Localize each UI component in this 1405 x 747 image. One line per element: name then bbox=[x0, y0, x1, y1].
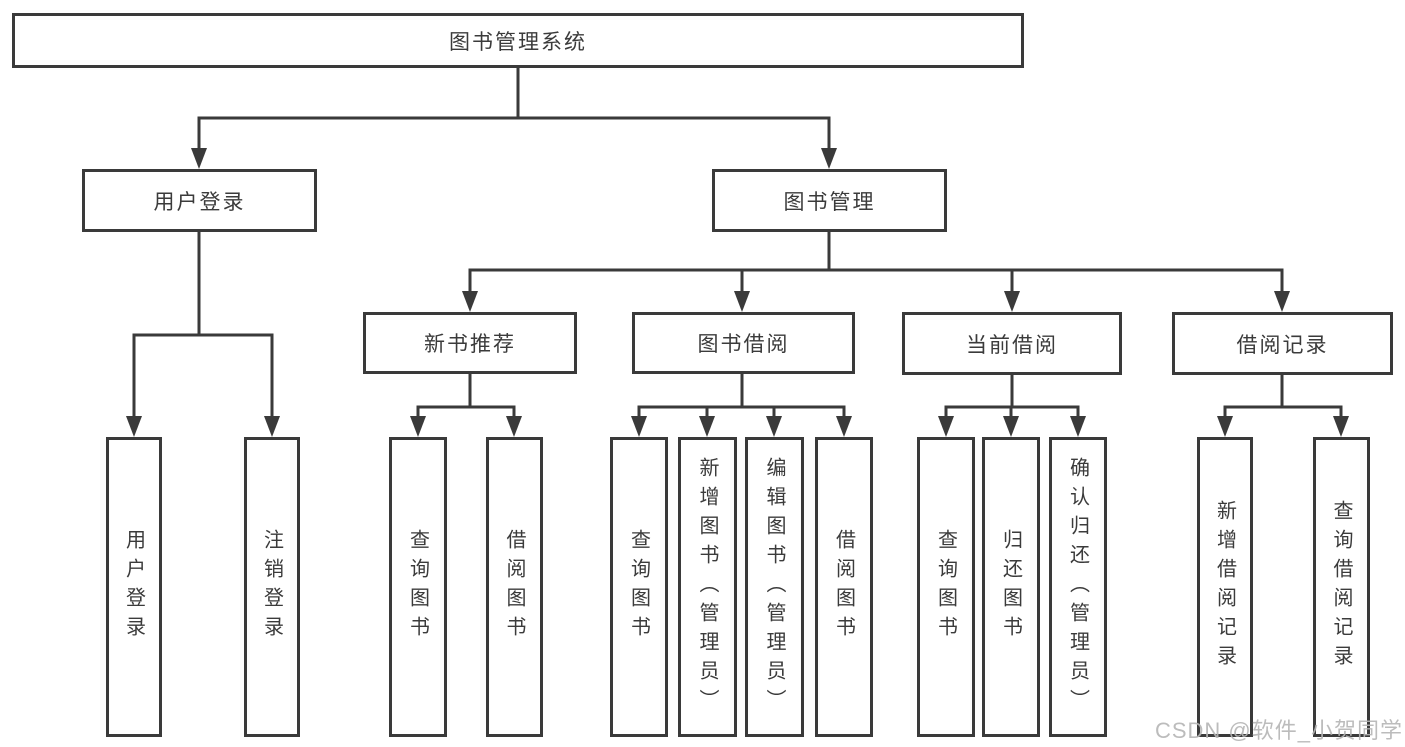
arrowheads bbox=[126, 148, 1349, 437]
node-label: 新增借阅记录 bbox=[1213, 500, 1236, 674]
node-label: 用户登录 bbox=[122, 529, 145, 645]
csdn-watermark: CSDN @软件_小贺同学 bbox=[1154, 718, 1403, 743]
node-current-borrowing: 当前借阅 bbox=[902, 312, 1122, 375]
leaf-return-books: 归还图书 bbox=[982, 437, 1040, 737]
node-user-login: 用户登录 bbox=[82, 169, 317, 232]
node-label: 当前借阅 bbox=[966, 333, 1058, 357]
leaf-logout: 注销登录 bbox=[244, 437, 300, 737]
leaf-query-borrow-record: 查询借阅记录 bbox=[1313, 437, 1370, 737]
leaf-edit-books-admin: 编辑图书（管理员） bbox=[745, 437, 804, 737]
leaf-user-login: 用户登录 bbox=[106, 437, 162, 737]
leaf-borrow-books-recommend: 借阅图书 bbox=[486, 437, 543, 737]
node-label: 注销登录 bbox=[260, 529, 283, 645]
leaf-query-books-borrow: 查询图书 bbox=[610, 437, 668, 737]
leaf-add-borrow-record: 新增借阅记录 bbox=[1197, 437, 1253, 737]
node-new-book-recommendation: 新书推荐 bbox=[363, 312, 577, 374]
node-label: 图书管理系统 bbox=[449, 30, 587, 54]
node-library-management-system: 图书管理系统 bbox=[12, 13, 1024, 68]
leaf-borrow-books: 借阅图书 bbox=[815, 437, 873, 737]
node-label: 归还图书 bbox=[999, 529, 1022, 645]
node-label: 借阅图书 bbox=[832, 529, 855, 645]
node-borrowing-records: 借阅记录 bbox=[1172, 312, 1393, 375]
node-label: 查询图书 bbox=[406, 529, 429, 645]
node-label: 确认归还（管理员） bbox=[1066, 456, 1089, 718]
node-label: 查询借阅记录 bbox=[1330, 500, 1352, 674]
node-label: 借阅图书 bbox=[503, 529, 525, 645]
leaf-confirm-return-admin: 确认归还（管理员） bbox=[1049, 437, 1107, 737]
node-label: 图书管理 bbox=[783, 190, 876, 214]
node-label: 查询图书 bbox=[627, 529, 650, 645]
node-label: 新增图书（管理员） bbox=[696, 456, 718, 718]
node-label: 借阅记录 bbox=[1236, 333, 1329, 357]
node-label: 新书推荐 bbox=[424, 333, 516, 356]
node-label: 查询图书 bbox=[934, 529, 957, 645]
node-label: 编辑图书（管理员） bbox=[763, 456, 785, 718]
leaf-query-books-recommend: 查询图书 bbox=[389, 437, 447, 737]
leaf-add-books-admin: 新增图书（管理员） bbox=[678, 437, 737, 737]
node-label: 图书借阅 bbox=[697, 333, 790, 356]
leaf-query-books-current: 查询图书 bbox=[917, 437, 975, 737]
node-label: 用户登录 bbox=[153, 190, 246, 214]
node-book-management: 图书管理 bbox=[712, 169, 947, 232]
node-book-borrowing: 图书借阅 bbox=[632, 312, 855, 374]
